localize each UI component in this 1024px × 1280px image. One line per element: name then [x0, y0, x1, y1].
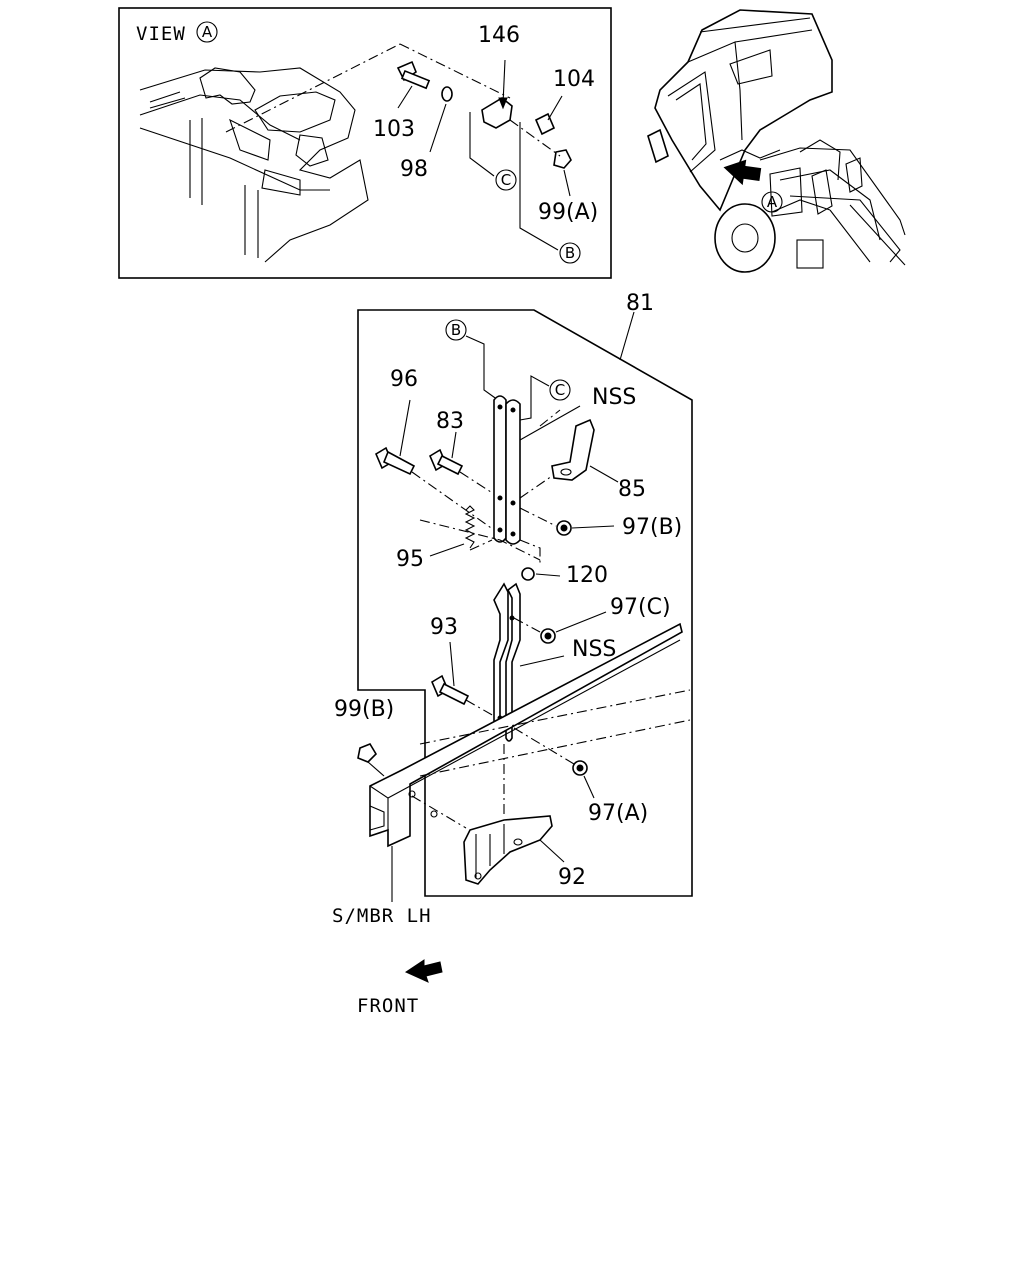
part-146-clip	[481, 59, 513, 129]
label-83: 83	[436, 409, 464, 434]
label-120: 120	[566, 563, 608, 588]
side-member-label: S/MBR LH	[332, 905, 432, 927]
label-93: 93	[430, 615, 458, 640]
label-103: 103	[373, 117, 415, 142]
assembly-81-frame	[357, 309, 693, 897]
view-a-frame	[118, 7, 612, 279]
part-92-bracket	[463, 744, 565, 885]
ref-c-circle-main	[549, 379, 571, 401]
label-92: 92	[558, 865, 586, 890]
view-label-prefix: VIEW	[136, 23, 186, 45]
label-99b: 99(B)	[334, 697, 394, 722]
view-direction-arrow	[723, 159, 762, 186]
upper-link-pair	[493, 395, 521, 545]
front-label: FRONT	[357, 995, 419, 1017]
label-97c: 97(C)	[610, 595, 671, 620]
ref-a-letter-truck: A	[767, 193, 778, 211]
part-96-bolt	[374, 399, 495, 531]
label-95: 95	[396, 547, 424, 572]
ref-b-letter-main: B	[451, 321, 461, 339]
front-arrow-icon	[404, 959, 443, 983]
label-97b: 97(B)	[622, 515, 682, 540]
assembly-81: 81 B C NSS 96	[357, 291, 693, 897]
view-a-inset: VIEW A 103 98	[118, 7, 612, 279]
ref-a-circle-truck	[761, 191, 783, 213]
ref-c-letter-main: C	[555, 381, 565, 399]
front-wheel	[714, 203, 776, 273]
ref-c-circle-inset	[495, 169, 517, 191]
ref-b-letter-inset: B	[565, 244, 575, 262]
truck-sketch: A	[647, 9, 906, 273]
part-99a-nut	[553, 149, 572, 197]
part-99b-nut	[357, 743, 385, 777]
ref-c-letter-inset: C	[501, 171, 511, 189]
label-97a: 97(A)	[588, 801, 648, 826]
label-85: 85	[618, 477, 646, 502]
part-93-bolt	[430, 641, 495, 717]
ref-b-circle-inset	[559, 242, 581, 264]
part-95-spring	[429, 505, 493, 557]
callout-c-line	[469, 112, 495, 177]
label-96: 96	[390, 367, 418, 392]
label-nss-top: NSS	[592, 385, 636, 410]
label-146: 146	[478, 23, 520, 48]
callout-b-line	[519, 122, 559, 251]
part-85-bracket	[519, 418, 619, 499]
side-member-lh	[369, 622, 691, 902]
part-120-washer	[519, 539, 561, 581]
part-83-bolt	[428, 431, 495, 495]
label-99a: 99(A)	[538, 200, 598, 225]
view-a-chassis-sketch	[139, 43, 511, 263]
part-97b-washer	[519, 507, 615, 536]
label-nss-mid: NSS	[572, 637, 616, 662]
ref-b-circle-main	[445, 319, 467, 341]
label-81: 81	[626, 291, 654, 316]
label-98: 98	[400, 157, 428, 182]
part-104-bolt	[534, 95, 563, 136]
part-103-bolt	[396, 60, 431, 109]
label-104: 104	[553, 67, 595, 92]
part-97a-washer	[513, 727, 595, 799]
view-ref-circle	[196, 21, 218, 43]
part-98-washer	[441, 86, 453, 102]
view-ref-letter: A	[202, 23, 213, 41]
part-97c-washer	[513, 611, 607, 644]
